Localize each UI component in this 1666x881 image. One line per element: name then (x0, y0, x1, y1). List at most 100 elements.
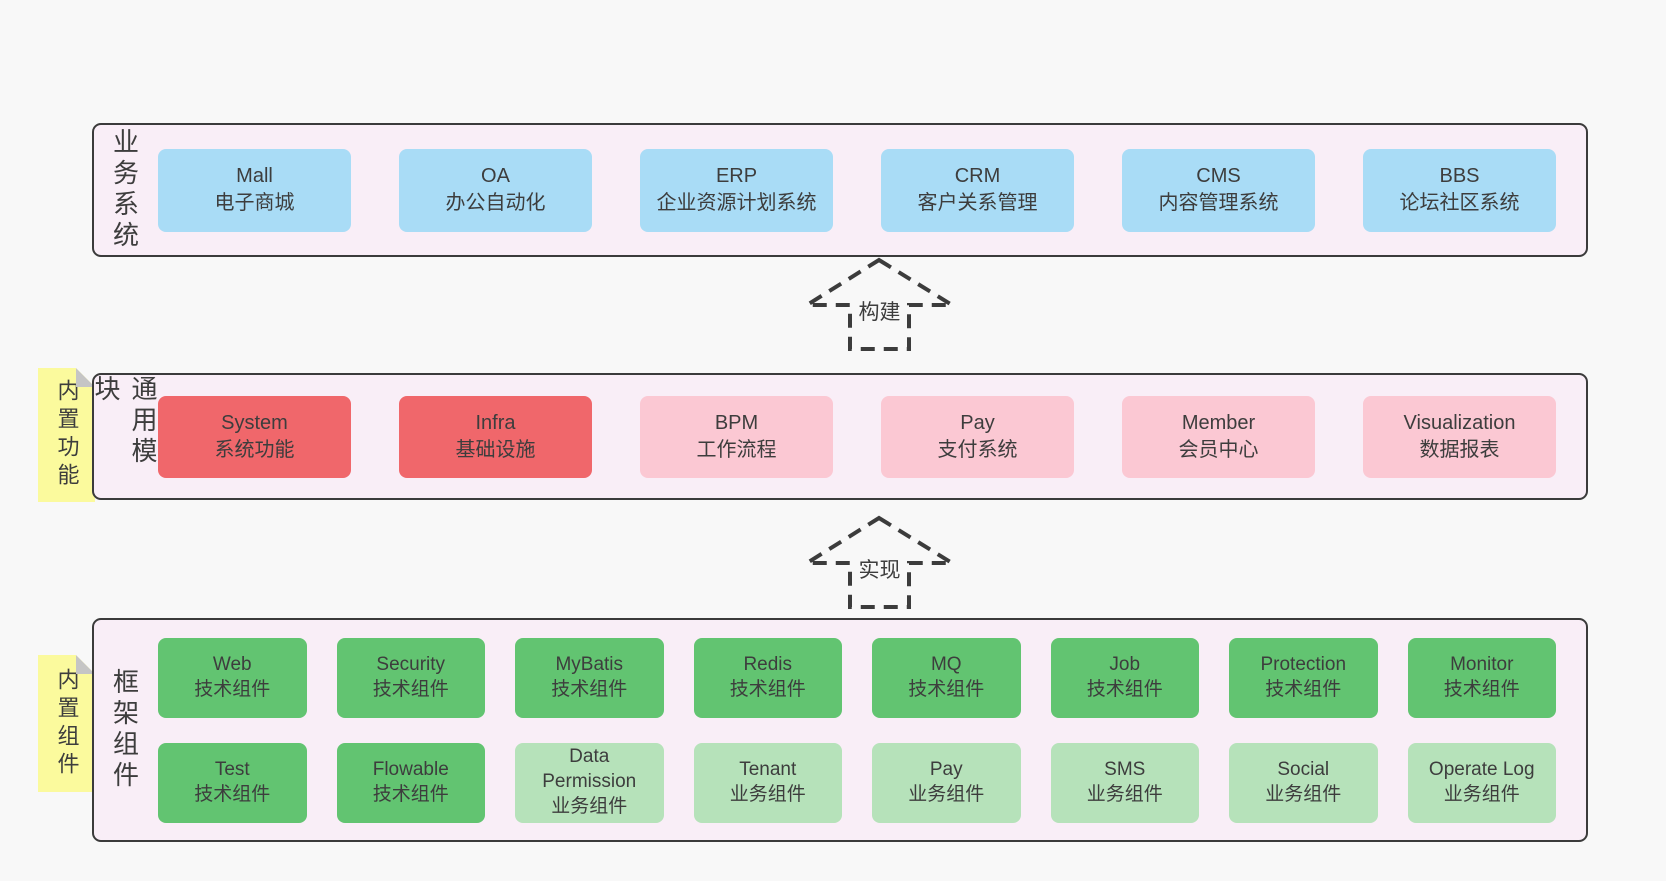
box-title: Member (1181, 411, 1256, 434)
box-title: Infra (475, 411, 516, 434)
box-subtitle: 业务组件 (729, 783, 806, 805)
box-subtitle: 基础设施 (455, 438, 536, 461)
box-mq: MQ 技术组件 (872, 637, 1021, 718)
box-subtitle: 论坛社区系统 (1399, 192, 1520, 214)
box-title: MyBatis (555, 653, 624, 675)
box-title: Mall (236, 165, 273, 187)
panel-label-modules: 通用模块 (91, 375, 158, 468)
box-subtitle: 内容管理系统 (1158, 192, 1279, 214)
box-subtitle: 业务组件 (1265, 783, 1342, 805)
box-data-permission: Data Permission 业务组件 (515, 742, 664, 823)
box-title: Data Permission (542, 746, 637, 793)
box-social: Social 业务组件 (1229, 742, 1378, 823)
box-monitor: Monitor 技术组件 (1407, 637, 1556, 718)
box-protection: Protection 技术组件 (1229, 637, 1378, 718)
box-title: OA (481, 165, 510, 187)
box-pay-biz: Pay 业务组件 (872, 742, 1021, 823)
box-title: Web (212, 653, 252, 675)
box-title: SMS (1104, 758, 1146, 780)
box-title: BBS (1439, 165, 1480, 187)
box-subtitle: 客户关系管理 (917, 192, 1038, 214)
box-bpm: BPM 工作流程 (640, 395, 833, 478)
box-title: Job (1109, 653, 1141, 675)
box-infra: Infra 基础设施 (399, 395, 592, 478)
up-arrow-icon (802, 515, 957, 609)
box-subtitle: 电子商城 (214, 192, 295, 214)
box-cms: CMS 内容管理系统 (1122, 148, 1315, 232)
box-redis: Redis 技术组件 (693, 637, 842, 718)
box-subtitle: 业务组件 (908, 783, 985, 805)
module-boxes: System 系统功能 Infra 基础设施 BPM 工作流程 Pay 支付系统… (156, 375, 1586, 498)
box-tenant: Tenant 业务组件 (693, 742, 842, 823)
box-member: Member 会员中心 (1122, 395, 1315, 478)
box-title: Security (376, 653, 446, 675)
box-title: CMS (1196, 165, 1241, 187)
box-title: Tenant (739, 758, 797, 780)
box-system: System 系统功能 (158, 395, 351, 478)
box-subtitle: 技术组件 (729, 678, 806, 700)
box-web: Web 技术组件 (158, 637, 307, 718)
box-subtitle: 技术组件 (372, 678, 449, 700)
box-mybatis: MyBatis 技术组件 (515, 637, 664, 718)
arrow-implement-label: 实现 (855, 554, 904, 584)
box-subtitle: 工作流程 (696, 438, 777, 461)
arrow-implement: 实现 (802, 512, 957, 612)
box-bbs: BBS 论坛社区系统 (1363, 148, 1556, 232)
panel-common-modules: 通用模块 System 系统功能 Infra 基础设施 BPM 工作流程 Pay… (91, 373, 1588, 500)
box-operate-log: Operate Log 业务组件 (1407, 742, 1556, 823)
box-subtitle: 企业资源计划系统 (656, 192, 817, 214)
box-oa: OA 办公自动化 (399, 148, 592, 232)
box-title: Pay (929, 758, 963, 780)
box-subtitle: 技术组件 (194, 678, 271, 700)
box-subtitle: 技术组件 (1265, 678, 1342, 700)
box-subtitle: 技术组件 (194, 783, 271, 805)
box-subtitle: 会员中心 (1178, 438, 1259, 461)
box-sms: SMS 业务组件 (1050, 742, 1199, 823)
box-subtitle: 数据报表 (1419, 438, 1500, 461)
box-job: Job 技术组件 (1050, 637, 1199, 718)
box-mall: Mall 电子商城 (158, 148, 351, 232)
box-subtitle: 办公自动化 (445, 192, 546, 214)
box-subtitle: 支付系统 (937, 438, 1018, 461)
up-arrow-icon (802, 257, 957, 351)
box-title: Monitor (1450, 653, 1514, 675)
box-title: System (221, 411, 288, 434)
box-crm: CRM 客户关系管理 (881, 148, 1074, 232)
box-title: Visualization (1403, 411, 1516, 434)
arrow-build: 构建 (802, 254, 957, 354)
box-title: Social (1277, 758, 1330, 780)
box-subtitle: 系统功能 (214, 438, 295, 461)
note-label: 内置组件 (54, 667, 80, 780)
box-title: Redis (743, 653, 793, 675)
arrow-build-label: 构建 (855, 296, 904, 326)
box-title: Operate Log (1428, 758, 1535, 780)
box-subtitle: 技术组件 (1443, 678, 1520, 700)
sticky-note-built-in-components: 内置组件 (38, 655, 95, 792)
box-subtitle: 业务组件 (551, 795, 628, 817)
framework-tech-row: Web 技术组件 Security 技术组件 MyBatis 技术组件 Redi… (158, 637, 1556, 718)
sticky-note-built-in-features: 内置功能 (38, 368, 95, 502)
box-subtitle: 技术组件 (908, 678, 985, 700)
panel-framework-components: 框架组件 Web 技术组件 Security 技术组件 MyBatis 技术组件… (92, 618, 1588, 842)
box-title: Pay (960, 411, 995, 434)
box-title: BPM (714, 411, 759, 434)
box-subtitle: 技术组件 (551, 678, 628, 700)
box-erp: ERP 企业资源计划系统 (640, 148, 833, 232)
box-subtitle: 业务组件 (1443, 783, 1520, 805)
box-subtitle: 业务组件 (1086, 783, 1163, 805)
note-label: 内置功能 (54, 379, 80, 491)
panel-business-systems: 业务系统 Mall 电子商城 OA 办公自动化 ERP 企业资源计划系统 CRM… (92, 123, 1588, 257)
box-title: Test (214, 758, 250, 780)
box-subtitle: 技术组件 (1086, 678, 1163, 700)
box-test: Test 技术组件 (158, 742, 307, 823)
box-title: CRM (954, 165, 1001, 187)
panel-label-business: 业务系统 (109, 128, 140, 252)
box-title: ERP (715, 165, 758, 187)
framework-biz-row: Test 技术组件 Flowable 技术组件 Data Permission … (158, 742, 1556, 823)
box-flowable: Flowable 技术组件 (336, 742, 485, 823)
panel-label-framework: 框架组件 (109, 668, 140, 792)
box-pay: Pay 支付系统 (881, 395, 1074, 478)
box-security: Security 技术组件 (336, 637, 485, 718)
box-title: Protection (1260, 653, 1347, 675)
